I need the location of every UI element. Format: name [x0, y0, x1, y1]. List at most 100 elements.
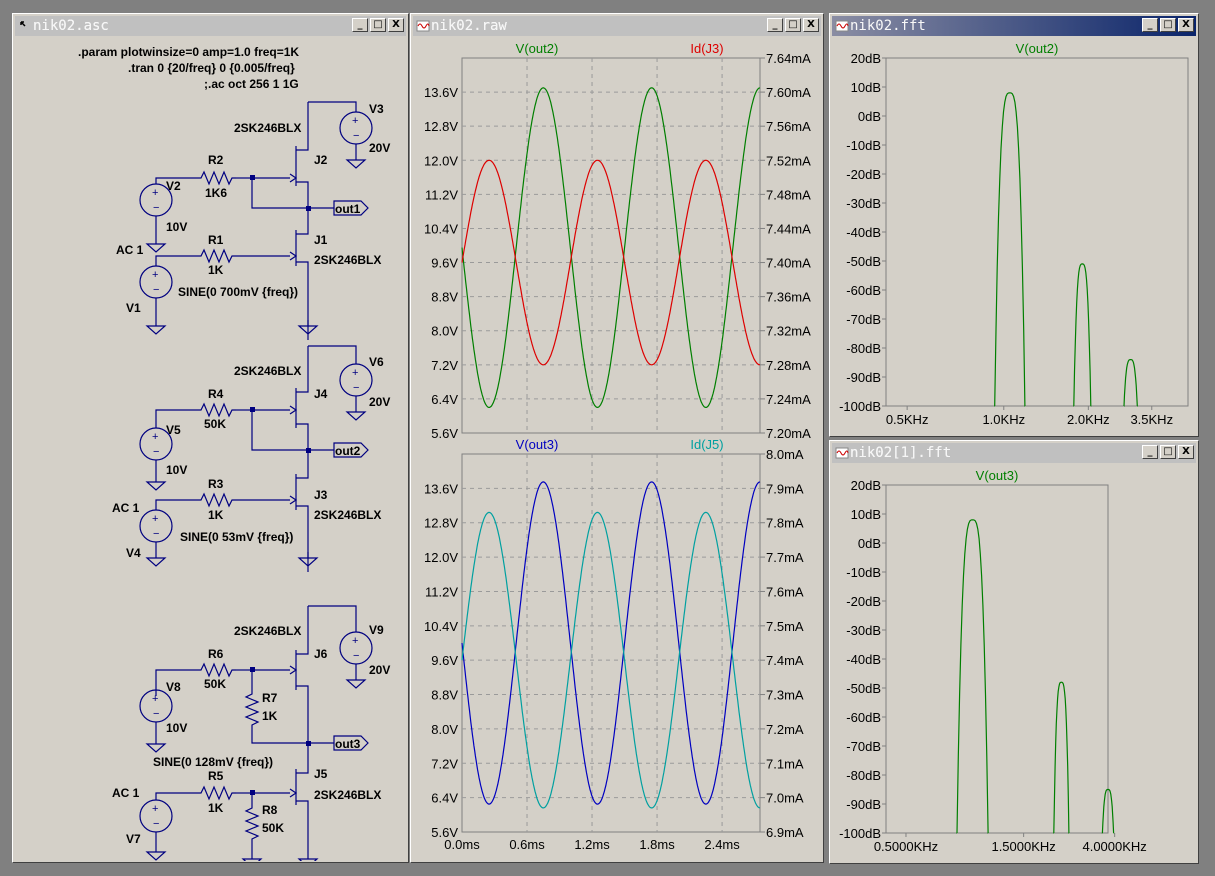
fft2-svg[interactable]: 20dB10dB0dB-10dB-20dB-30dB-40dB-50dB-60d… [833, 465, 1197, 862]
y-left-tick-label: 8.0V [431, 324, 458, 339]
r6-resistor[interactable] [196, 663, 237, 677]
v9-source[interactable] [339, 631, 373, 665]
x-tick-label: 0.5000KHz [874, 839, 938, 854]
minimize-button[interactable]: _ [352, 18, 368, 32]
y-right-tick-label: 7.1mA [766, 756, 804, 771]
r7-resistor[interactable] [245, 689, 259, 730]
stage2: V6 20V 2SK246BLX J4 out2 R4 [112, 345, 390, 572]
close-button[interactable]: X [388, 18, 404, 32]
directive-tran[interactable]: .tran 0 {20/freq} 0 {0.005/freq} [128, 61, 295, 75]
v1-source[interactable] [139, 265, 173, 299]
y-left-tick-label: 8.8V [431, 688, 458, 703]
j6-model: 2SK246BLX [234, 624, 301, 638]
maximize-button[interactable]: □ [370, 18, 386, 32]
j3-label: J3 [314, 488, 328, 502]
j2-label: J2 [314, 153, 328, 167]
series-line-Id(J3)[interactable] [461, 159, 761, 366]
x-tick-label: 1.8ms [639, 837, 675, 852]
stage1: V3 20V 2SK246BLX J2 out1 [116, 101, 390, 340]
y-right-tick-label: 7.56mA [766, 119, 811, 134]
v8-source[interactable] [139, 689, 173, 723]
y-right-tick-label: 7.40mA [766, 256, 811, 271]
x-tick-label: 1.5000KHz [991, 839, 1055, 854]
fft1-title: nik02.fft [850, 18, 926, 34]
series-line-V(out2)[interactable] [461, 87, 761, 409]
minimize-button[interactable]: _ [1142, 445, 1158, 459]
maximize-button[interactable]: □ [1160, 18, 1176, 32]
y-left-tick-label: 12.0V [424, 550, 458, 565]
fft-peak-1[interactable] [956, 519, 989, 834]
ground-icon [146, 845, 166, 861]
schematic-window[interactable]: nik02.asc _ □ X +− .param plotwinsize=0 … [12, 13, 409, 868]
directive-ac[interactable]: ;.ac oct 256 1 1G [204, 77, 299, 91]
v4-source[interactable] [139, 509, 173, 543]
x-tick-label: 2.4ms [704, 837, 740, 852]
close-button[interactable]: X [1178, 445, 1194, 459]
series-line-V(out3)[interactable] [461, 481, 761, 805]
v6-label: V6 [369, 355, 384, 369]
fft-plot[interactable]: 20dB10dB0dB-10dB-20dB-30dB-40dB-50dB-60d… [839, 41, 1189, 427]
schematic-app-icon [20, 21, 26, 27]
fft-peak-2[interactable] [1053, 681, 1070, 834]
r1-resistor[interactable] [196, 249, 237, 263]
y-right-tick-label: 7.7mA [766, 550, 804, 565]
schematic-svg[interactable]: +− .param plotwinsize=0 amp=1.0 freq=1K … [16, 38, 407, 868]
transient-plot-1[interactable]: 13.6V12.8V12.0V11.2V10.4V9.6V8.8V8.0V7.2… [424, 41, 811, 441]
fft1-titlebar[interactable]: nik02.fft _ □ X [832, 16, 1196, 36]
maximize-button[interactable]: □ [785, 18, 801, 32]
schematic-canvas[interactable]: +− .param plotwinsize=0 amp=1.0 freq=1K … [16, 38, 407, 868]
waveform-svg[interactable]: 13.6V12.8V12.0V11.2V10.4V9.6V8.8V8.0V7.2… [414, 38, 822, 861]
r4-resistor[interactable] [196, 403, 237, 417]
fft-peak-3[interactable] [1123, 359, 1138, 407]
fft-plot[interactable]: 20dB10dB0dB-10dB-20dB-30dB-40dB-50dB-60d… [839, 468, 1147, 854]
fft-peak-3[interactable] [1101, 788, 1115, 834]
ground-icon [346, 405, 366, 421]
v4-label: V4 [126, 546, 141, 560]
fft-app-icon [835, 447, 849, 459]
j1-model: 2SK246BLX [314, 253, 381, 267]
close-button[interactable]: X [803, 18, 819, 32]
waveform-titlebar[interactable]: nik02.raw _ □ X [413, 16, 821, 36]
y-right-tick-label: 7.28mA [766, 358, 811, 373]
x-tick-label: 3.5KHz [1130, 412, 1173, 427]
maximize-button[interactable]: □ [1160, 445, 1176, 459]
r5-resistor[interactable] [196, 786, 237, 800]
r2-resistor[interactable] [196, 171, 237, 185]
directive-param[interactable]: .param plotwinsize=0 amp=1.0 freq=1K [78, 45, 299, 59]
y-right-tick-label: 7.6mA [766, 584, 804, 599]
y-tick-label: -90dB [846, 797, 881, 812]
fft-peak-1[interactable] [994, 92, 1026, 407]
j2-model: 2SK246BLX [234, 121, 301, 135]
legend-V(out2): V(out2) [516, 41, 559, 56]
v3-source[interactable] [339, 111, 373, 145]
minimize-button[interactable]: _ [1142, 18, 1158, 32]
fft1-svg[interactable]: 20dB10dB0dB-10dB-20dB-30dB-40dB-50dB-60d… [833, 38, 1197, 435]
fft2-titlebar[interactable]: nik02[1].fft _ □ X [832, 443, 1196, 463]
ac-label: AC 1 [112, 501, 140, 515]
v6-source[interactable] [339, 363, 373, 397]
plot-frame [885, 484, 1109, 834]
j3-model: 2SK246BLX [314, 508, 381, 522]
v7-source[interactable] [139, 799, 173, 833]
series-line-Id(J5)[interactable] [461, 511, 761, 809]
r1-value: 1K [208, 263, 224, 277]
r3-resistor[interactable] [196, 493, 237, 507]
r7-value: 1K [262, 709, 278, 723]
y-right-tick-label: 7.9mA [766, 481, 804, 496]
schematic-titlebar[interactable]: nik02.asc _ □ X [15, 16, 406, 36]
fft-peak-2[interactable] [1073, 263, 1092, 407]
r8-label: R8 [262, 803, 278, 817]
y-tick-label: 10dB [851, 507, 881, 522]
r8-resistor[interactable] [245, 803, 259, 844]
y-left-tick-label: 7.2V [431, 358, 458, 373]
y-left-tick-label: 11.2V [425, 584, 458, 599]
minimize-button[interactable]: _ [767, 18, 783, 32]
close-button[interactable]: X [1178, 18, 1194, 32]
